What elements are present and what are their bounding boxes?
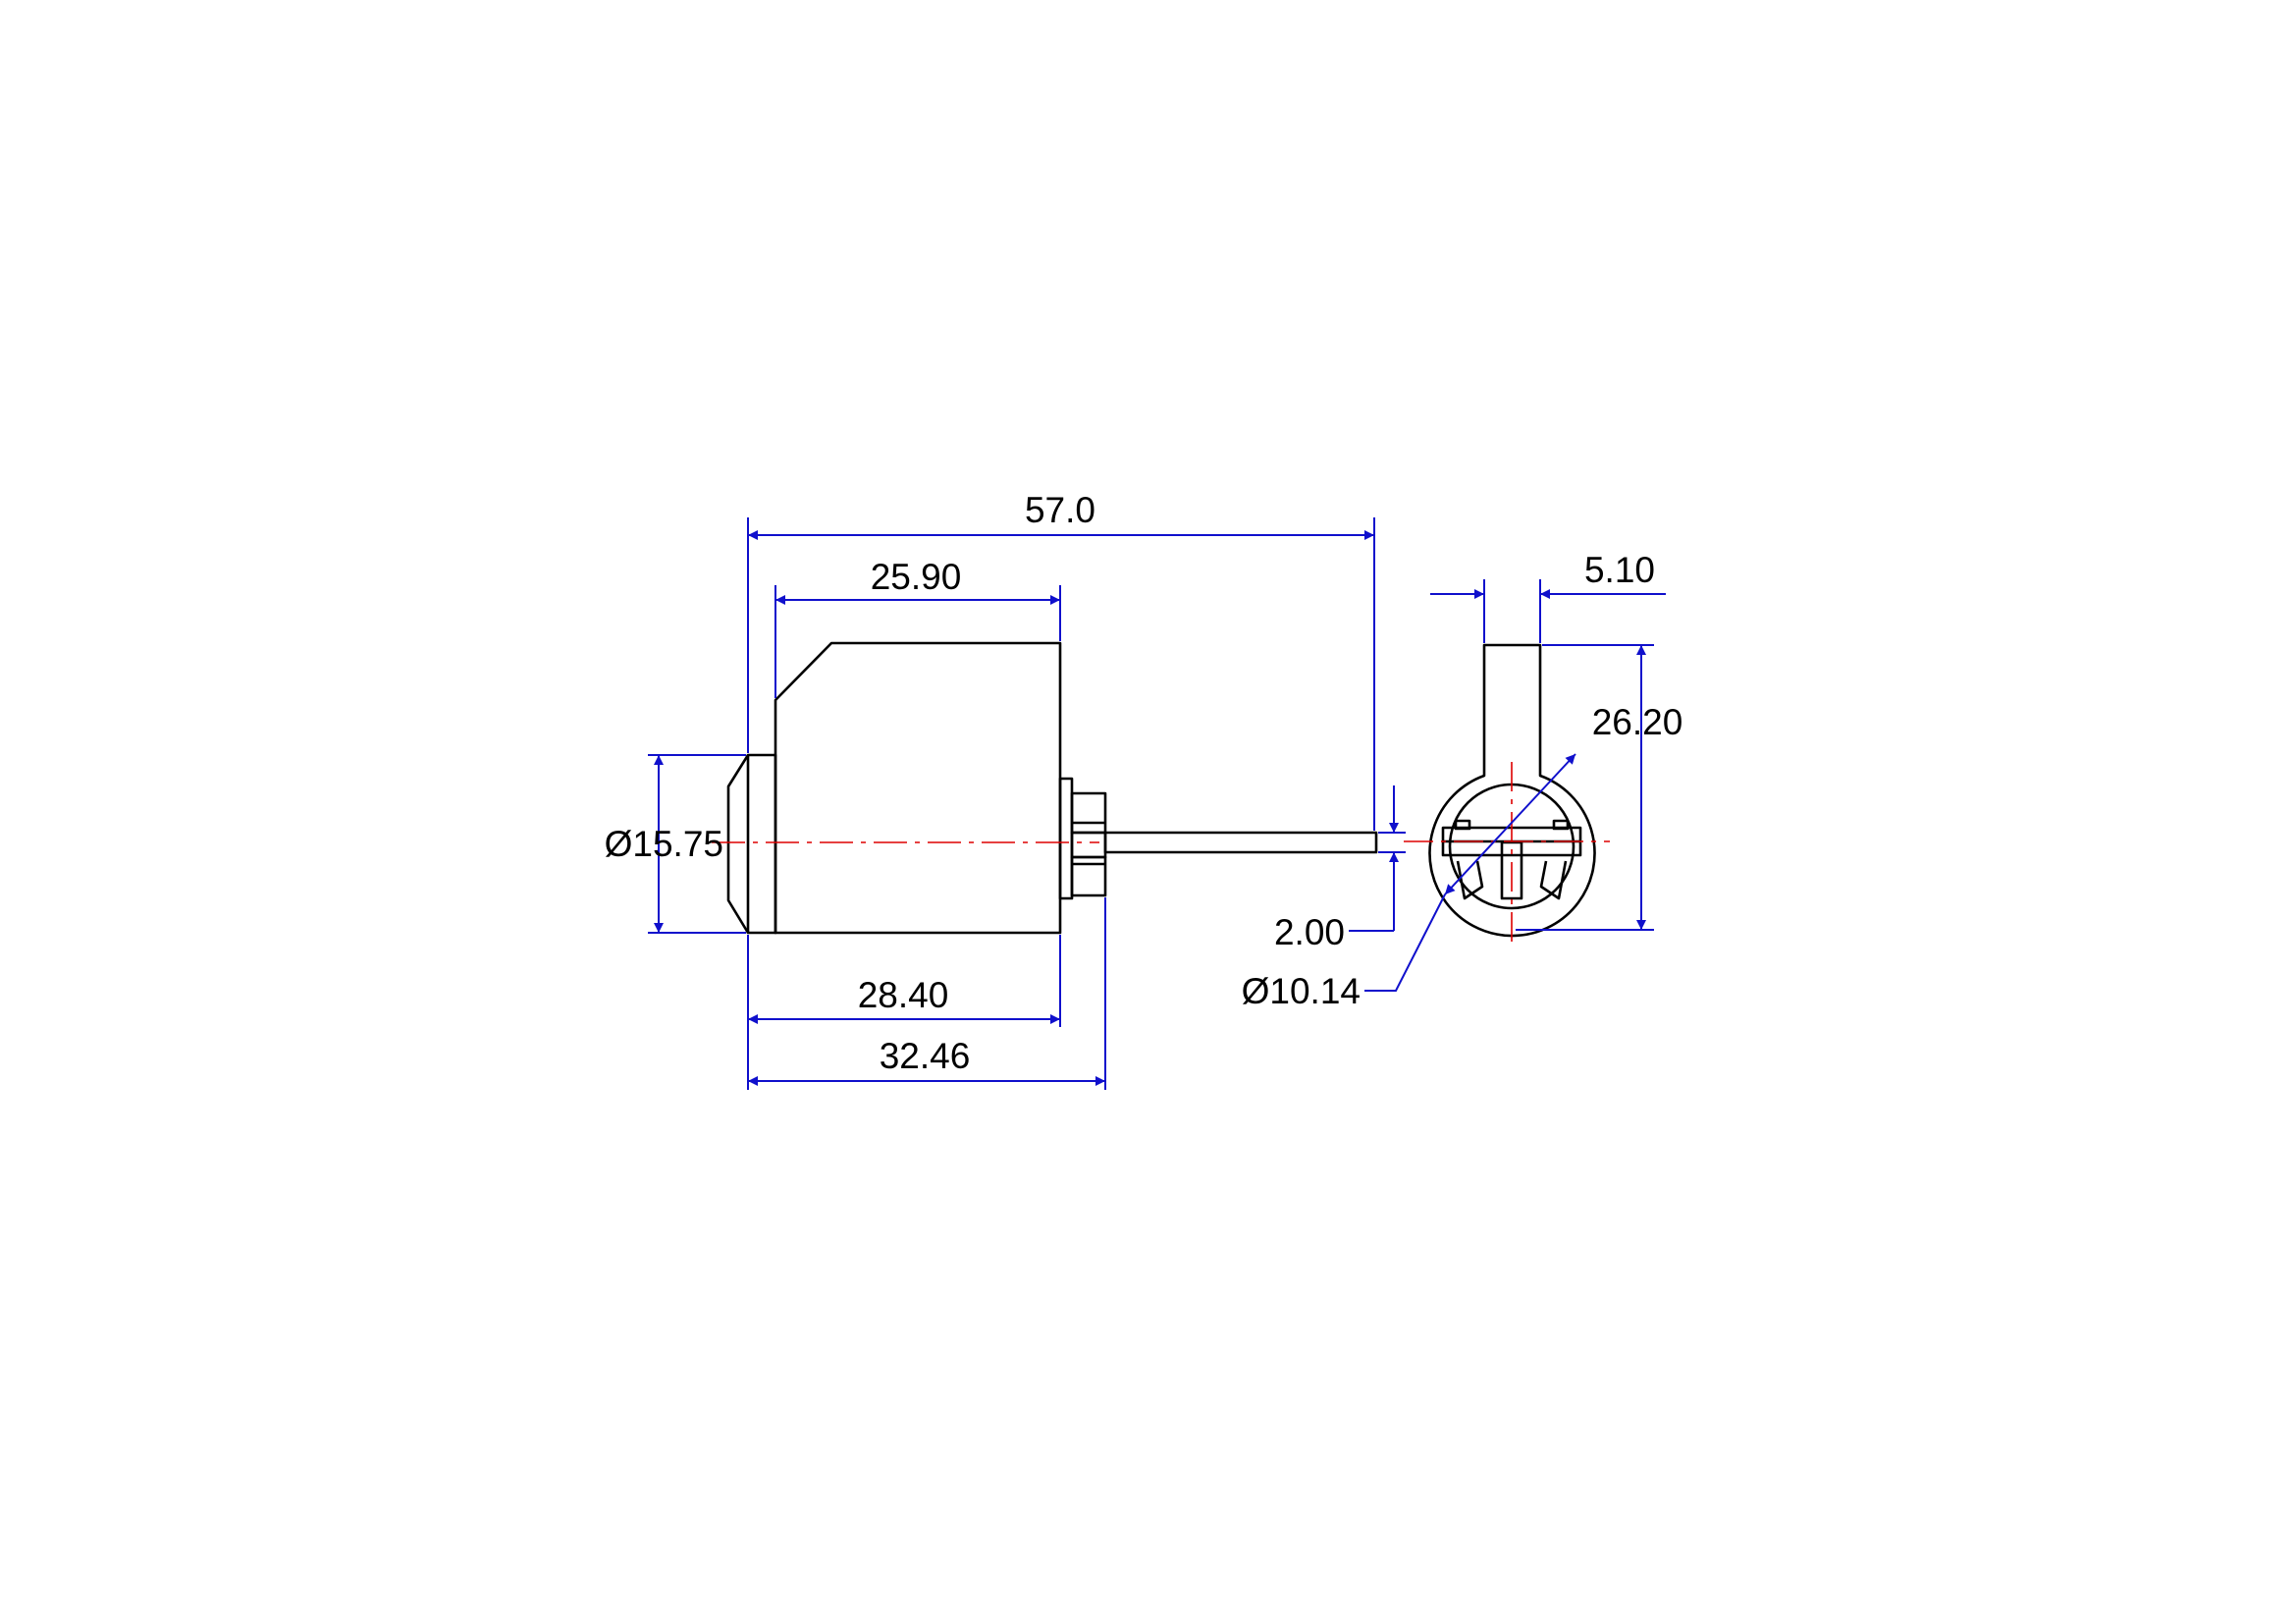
dim-3246: 32.46 [880, 1036, 971, 1076]
dim-1575: Ø15.75 [605, 824, 723, 864]
dimension-lines [648, 517, 1666, 1090]
dim-1014: Ø10.14 [1242, 971, 1361, 1011]
face-plate [746, 753, 777, 935]
side-view [726, 641, 1378, 935]
nut-upper [1070, 791, 1107, 835]
dim-57: 57.0 [1025, 490, 1095, 530]
dim-200: 2.00 [1274, 912, 1345, 952]
dim-leader-1014 [1444, 753, 1576, 895]
end-view-outline [1428, 643, 1596, 938]
dim-2620: 26.20 [1592, 702, 1683, 742]
tail-bar [1103, 831, 1378, 854]
front-cap [726, 754, 750, 934]
flange [1058, 777, 1074, 900]
nut-middle [1070, 831, 1107, 859]
dim-2840: 28.40 [858, 975, 949, 1015]
nut-lower [1070, 855, 1107, 897]
dim-510: 5.10 [1584, 550, 1655, 590]
cylinder-body [774, 641, 1062, 935]
dim-2590: 25.90 [871, 557, 962, 597]
